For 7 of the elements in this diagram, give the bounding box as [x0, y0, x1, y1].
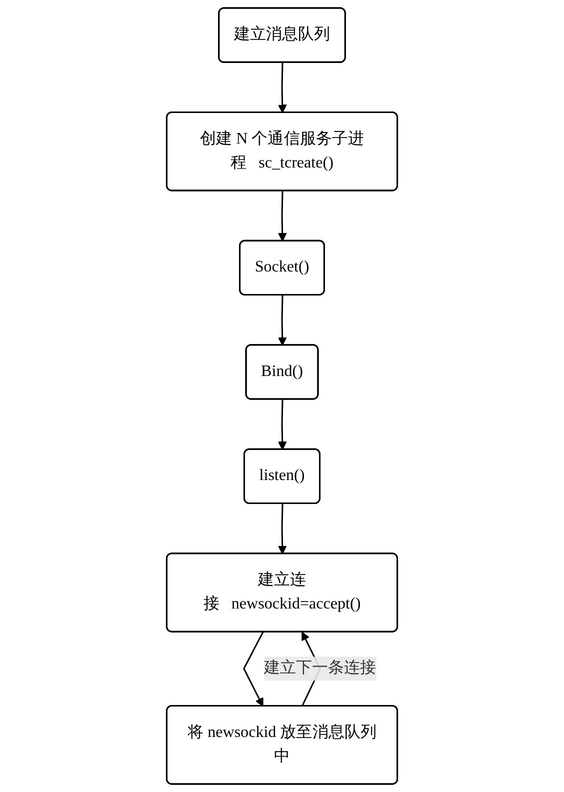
arrow: [243, 632, 264, 707]
arrow: [278, 295, 287, 346]
arrow: [278, 62, 287, 114]
arrow: [278, 190, 287, 242]
arrow: [278, 504, 287, 554]
arrow: [278, 400, 287, 450]
edge-label: 建立下一条连接: [264, 660, 376, 677]
